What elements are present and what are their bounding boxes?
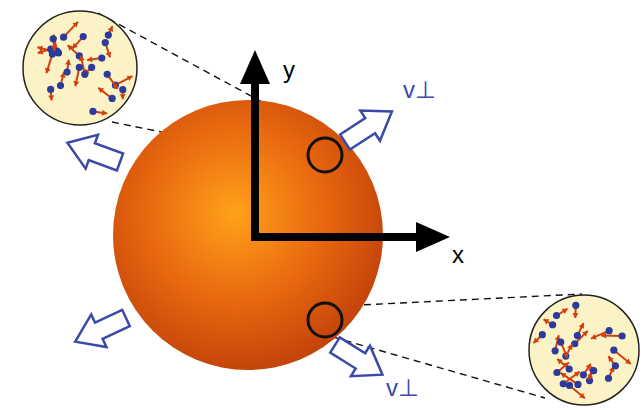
particle [57,72,66,89]
particle [72,33,86,49]
particle [112,76,133,89]
cell-circle [308,138,342,172]
zoom-inset [529,295,639,405]
particles [37,22,630,398]
particle [105,26,113,39]
zoom-lines [98,13,582,398]
particle [87,55,105,63]
particle [73,64,82,87]
velocity-label: v⊥ [403,78,436,102]
particle [533,331,545,343]
particle [60,22,78,41]
particle [572,302,579,318]
particle [574,323,584,339]
particle [557,338,568,357]
velocity-label: v⊥ [386,376,419,400]
particle [553,309,568,319]
axis-label: x [452,243,464,267]
particle [102,39,112,57]
particle [45,51,56,74]
particle [50,35,57,51]
particle [47,86,54,101]
particle [119,86,126,99]
particle [544,319,557,328]
particle [608,356,619,369]
particle [605,366,614,381]
axes [240,50,450,252]
axis-label: y [283,58,295,82]
cell-circle [308,303,342,337]
particle [63,60,71,76]
particle [104,71,118,89]
particle [588,367,597,380]
flow-arrows [61,96,402,390]
particle [557,359,573,373]
particle [571,331,588,347]
particle [98,88,115,102]
particle [566,382,585,399]
particle [591,327,613,339]
zoom-inset [23,11,137,125]
particle [89,108,107,116]
